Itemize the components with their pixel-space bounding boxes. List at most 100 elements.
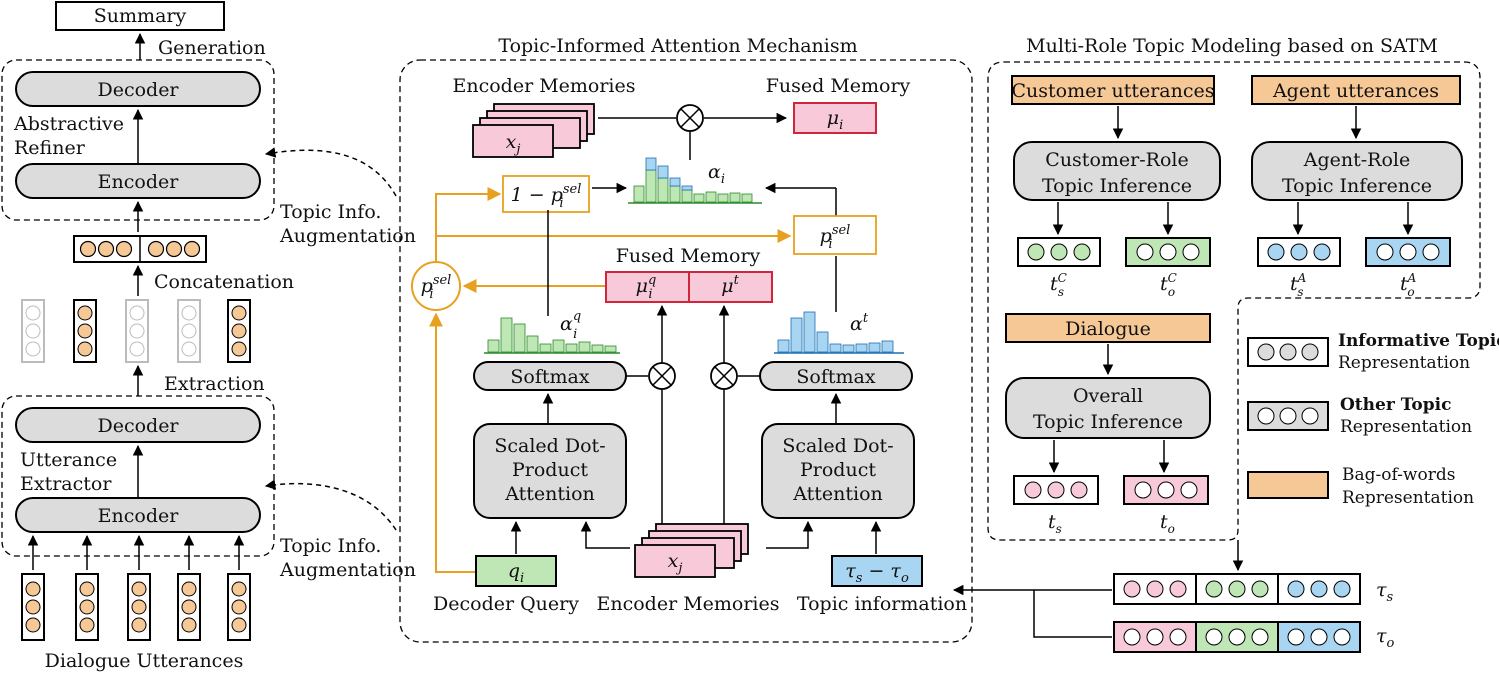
sdp-attention-left-box — [473, 423, 627, 519]
topic-aug-bottom-label: Topic Info. — [280, 535, 381, 557]
topic-aug-top-label: Topic Info. — [280, 201, 381, 223]
legend-informative-sub: Representation — [1338, 353, 1470, 373]
svg-text:τs − τo: τs − τo — [845, 560, 909, 586]
utterance-extractor-group — [1, 395, 275, 557]
svg-text:μqi: μqi — [636, 273, 657, 302]
decoder-bottom-label: Decoder — [97, 415, 179, 437]
svg-text:xj: xj — [506, 131, 521, 157]
svg-text:xj: xj — [668, 550, 683, 576]
alpha-q-histogram — [484, 317, 620, 354]
tau-o-label: τo — [1376, 625, 1395, 651]
concatenation-label: Concatenation — [154, 271, 294, 293]
softmax-left-label: Softmax — [510, 366, 589, 388]
legend-informative-swatch — [1247, 337, 1329, 367]
decoder-query-box — [475, 555, 557, 587]
alpha-t-histogram — [774, 311, 904, 354]
legend-informative-label: Informative Topic — [1338, 331, 1499, 351]
tau-o-vector — [1113, 621, 1361, 653]
fused-memory-mid-label: Fused Memory — [616, 245, 761, 267]
utterance-extractor-label: Utterance — [20, 449, 117, 471]
extraction-label: Extraction — [164, 373, 265, 395]
topic-vector-to-a — [1365, 237, 1451, 267]
concatenated-vector — [73, 235, 207, 263]
decoder-bottom-box — [15, 407, 261, 443]
tau-s-label: τs — [1376, 579, 1394, 605]
summary-box — [55, 1, 225, 31]
middle-panel-border — [399, 59, 973, 643]
svg-text:μt: μt — [721, 273, 739, 297]
legend-other-swatch — [1247, 401, 1329, 431]
dialogue-utterances-vectors — [21, 573, 251, 641]
legend-bow-label-2: Representation — [1342, 488, 1474, 508]
to-label: to — [1160, 511, 1175, 536]
encoder-top-label: Encoder — [98, 171, 180, 193]
topic-informed-attention: Topic-Informed Attention Mechanism Encod… — [399, 35, 973, 643]
topic-aug-bottom-label-2: Augmentation — [279, 559, 416, 581]
topic-vector-to — [1123, 475, 1209, 505]
agent-role-inference-box — [1251, 141, 1463, 201]
input-arrows — [27, 534, 245, 570]
p-sel-left-node — [411, 261, 461, 311]
topic-information-label: Topic information — [797, 593, 967, 615]
legend-other-sub: Representation — [1340, 417, 1472, 437]
encoder-bottom-label: Encoder — [98, 505, 180, 527]
customer-role-inference-box — [1013, 141, 1221, 201]
abstractive-refiner-label: Abstractive — [13, 113, 124, 135]
right-panel-border — [987, 61, 1481, 541]
one-minus-p-box — [502, 175, 590, 213]
agent-utterances-box — [1251, 75, 1461, 105]
customer-utterances-box — [1011, 75, 1215, 105]
decoder-query-label: Decoder Query — [433, 593, 579, 615]
topic-vector-ts-c — [1017, 237, 1101, 267]
alpha-i-histogram — [628, 157, 762, 204]
middle-title: Topic-Informed Attention Mechanism — [498, 35, 857, 57]
topic-aug-top-label-2: Augmentation — [279, 225, 416, 247]
legend: Informative Topic Representation Other T… — [1247, 331, 1499, 508]
encoder-memories-top-label: Encoder Memories — [452, 75, 635, 97]
agent-utterances-label: Agent utterances — [1272, 80, 1439, 102]
dialogue-utterances-label: Dialogue Utterances — [45, 650, 244, 672]
right-title: Multi-Role Topic Modeling based on SATM — [1026, 35, 1438, 57]
svg-text:qi: qi — [508, 560, 524, 586]
topic-info-box — [831, 555, 923, 587]
softmax-right-label: Softmax — [796, 366, 875, 388]
fused-memory-top-label: Fused Memory — [766, 75, 911, 97]
tau-s-vector — [1113, 573, 1361, 605]
legend-bow-label: Bag-of-words — [1342, 465, 1455, 485]
dialogue-label: Dialogue — [1065, 318, 1151, 340]
left-pipeline: Summary Generation Decoder Abstractive R… — [1, 1, 416, 672]
svg-text:μi: μi — [827, 107, 844, 133]
customer-utterances-label: Customer utterances — [1011, 80, 1214, 102]
legend-bow-swatch — [1247, 471, 1329, 499]
ts-label: ts — [1048, 511, 1062, 536]
generation-label: Generation — [158, 37, 266, 59]
summary-label: Summary — [94, 5, 187, 27]
legend-other-label: Other Topic — [1340, 395, 1451, 415]
sdp-attention-right-box — [761, 423, 915, 519]
alpha-i-label: αi — [708, 161, 725, 187]
abstractive-refiner-label-2: Refiner — [14, 137, 86, 159]
extracted-utterances — [21, 299, 251, 363]
dialogue-box — [1005, 313, 1211, 343]
encoder-memories-bottom-label: Encoder Memories — [596, 593, 779, 615]
encoder-top-box — [15, 163, 261, 199]
decoder-top-label: Decoder — [97, 79, 179, 101]
multi-role-topic-modeling: Multi-Role Topic Modeling based on SATM … — [952, 35, 1499, 653]
encoder-memories-bottom-stack: xj — [634, 523, 749, 578]
topic-vector-to-c — [1125, 237, 1211, 267]
p-sel-right-box — [793, 215, 877, 255]
overall-inference-box — [1005, 377, 1211, 439]
encoder-memories-top-stack: xj — [472, 103, 595, 158]
